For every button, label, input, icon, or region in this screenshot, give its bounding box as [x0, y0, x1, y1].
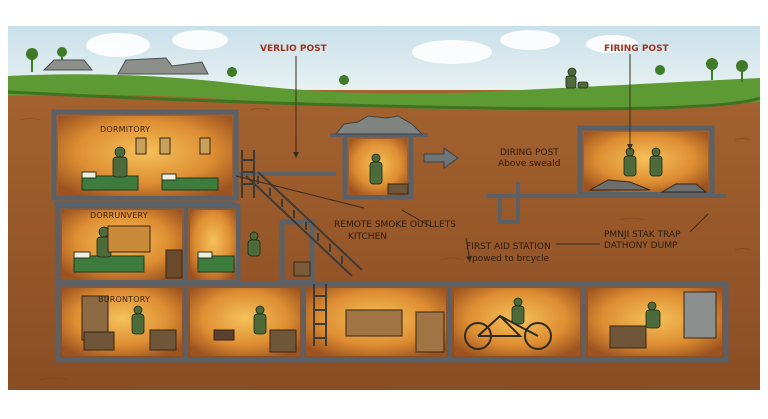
room-label-1: DORMITORY: [100, 125, 151, 134]
kitchen-rocks: [334, 115, 424, 135]
label-first-aid: FIRST AID STATION: [466, 242, 551, 252]
corridors: [236, 133, 726, 224]
gallery-dividers: [184, 208, 586, 358]
bushes: [26, 47, 748, 85]
bicycle: [464, 314, 552, 350]
beds: [73, 171, 235, 273]
leader-lines: [235, 54, 709, 263]
ladders: [241, 150, 327, 346]
label-remote-smoke: REMOTE SMOKE OUTLLETS: [334, 220, 456, 230]
props: [81, 179, 717, 353]
label-dathony: DATHONY DUMP: [604, 241, 678, 251]
label-diring-post: DIRING POST: [500, 148, 559, 158]
grass-surface: [8, 74, 760, 111]
room-label-2: DORRUNVERY: [90, 211, 148, 220]
label-firing-post: FIRING POST: [604, 44, 669, 54]
clouds: [86, 30, 638, 64]
surface-soldier: [565, 67, 589, 89]
label-kitchen: KITCHEN: [348, 232, 387, 242]
soldiers: [96, 146, 663, 335]
stairs: [245, 171, 363, 277]
label-powed: powed to brcycle: [472, 254, 550, 264]
rooms-glow: [58, 116, 722, 356]
room-label-3: BURONTORY: [98, 295, 151, 304]
exhaust-arrow: [423, 147, 459, 169]
surface-rocks: [42, 57, 209, 75]
label-above-sweald: Above sweald: [498, 159, 561, 169]
label-verlid-post: VERLIO POST: [260, 44, 327, 54]
wall-pictures: [135, 137, 211, 155]
label-pmnji: PMNJI STAK TRAP: [604, 230, 681, 240]
